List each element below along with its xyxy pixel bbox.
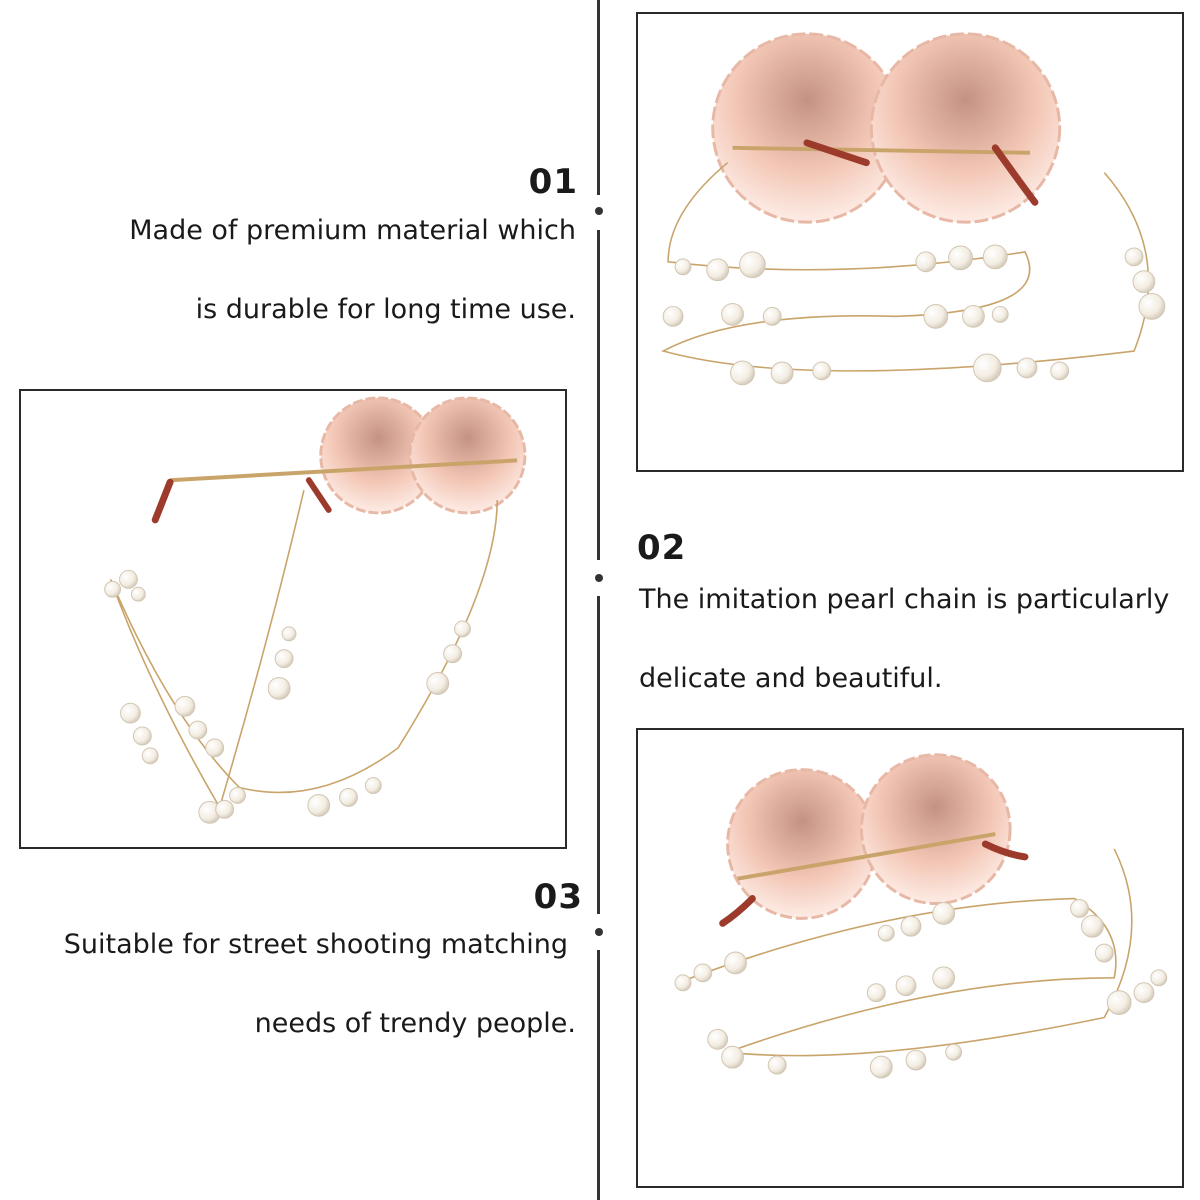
timeline-line-bottom — [597, 950, 600, 1200]
product-photo-1 — [636, 12, 1184, 472]
sunglasses-pearl-chain-illustration — [104, 396, 527, 824]
product-photo-2 — [19, 389, 567, 849]
feature-text-02-line-2: delicate and beautiful. — [639, 663, 943, 694]
feature-text-01-line-1: Made of premium material which — [129, 215, 576, 246]
lens-right — [408, 396, 527, 515]
feature-number-03: 03 — [533, 877, 583, 917]
sunglasses-pearl-chain-illustration — [674, 753, 1168, 1079]
feature-text-03-line-1: Suitable for street shooting matching — [63, 929, 568, 960]
feature-text-01-line-2: is durable for long time use. — [195, 294, 576, 325]
product-photo-3 — [636, 728, 1184, 1188]
lens-right — [859, 753, 1012, 905]
timeline-dot-01 — [595, 207, 603, 215]
feature-number-02: 02 — [637, 528, 687, 568]
timeline-dot-02 — [595, 574, 603, 582]
timeline-line-mid-2 — [597, 596, 600, 914]
sunglasses-pearl-chain-illustration — [661, 32, 1166, 386]
feature-text-03-line-2: needs of trendy people. — [254, 1008, 576, 1039]
feature-number-01: 01 — [528, 162, 578, 202]
timeline-line-mid-1 — [597, 230, 600, 560]
feature-text-02-line-1: The imitation pearl chain is particularl… — [639, 584, 1170, 615]
lens-left — [726, 768, 878, 920]
timeline-dot-03 — [595, 928, 603, 936]
timeline-line-top — [597, 0, 600, 195]
